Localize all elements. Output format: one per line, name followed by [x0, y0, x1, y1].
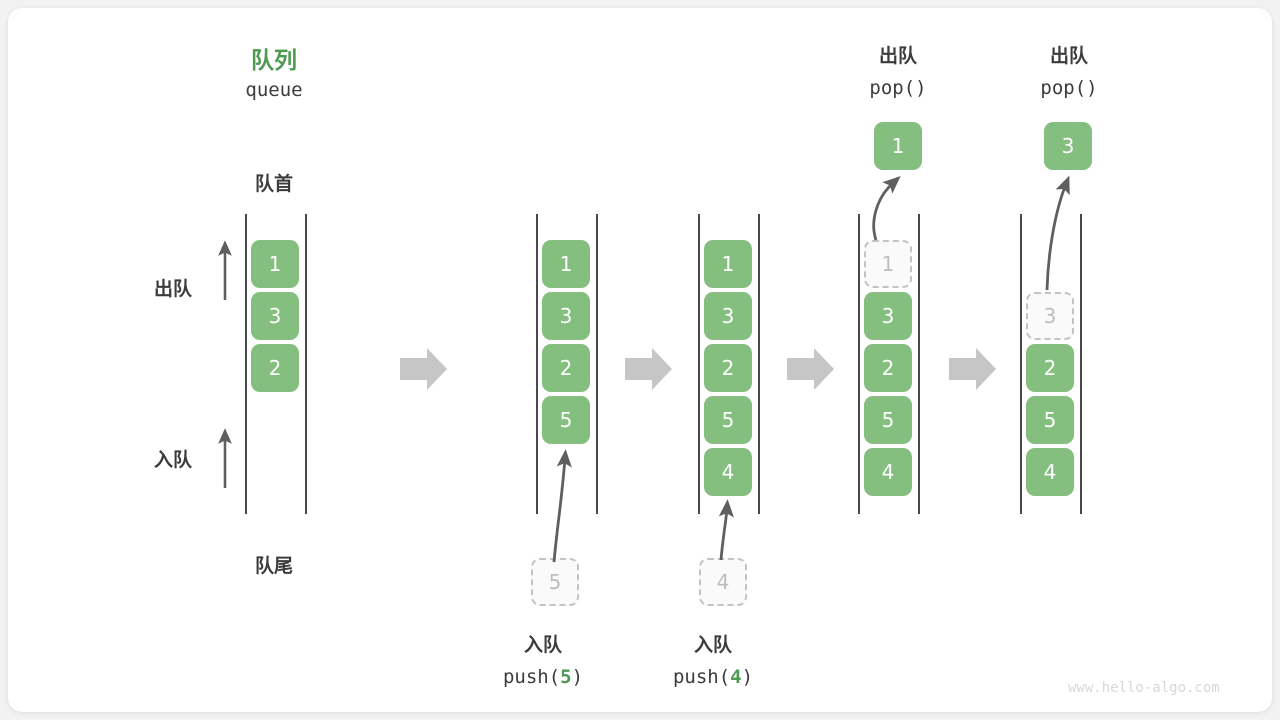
queue-item: 1: [542, 240, 590, 288]
queue-item-new: 4: [704, 448, 752, 496]
popped-box: 1: [874, 122, 922, 170]
transition-arrow-icon: [625, 348, 672, 390]
queue-item: 5: [704, 396, 752, 444]
stage-5-caption-cn: 出队: [1049, 45, 1088, 67]
queue-item: 3: [251, 292, 299, 340]
queue-item: 3: [542, 292, 590, 340]
queue-item: 5: [864, 396, 912, 444]
queue-rail-left-1: [245, 214, 247, 514]
stage-3-caption-cn: 入队: [693, 634, 732, 656]
queue-rail-right-1: [305, 214, 307, 514]
push-code-prefix: push(: [672, 666, 731, 688]
popping-ghost-box: 3: [1026, 292, 1074, 340]
queue-rail-right-3: [758, 214, 760, 514]
stage-3-caption-code: push(4): [648, 666, 778, 688]
transition-arrow-icon: [400, 348, 447, 390]
popping-ghost-box: 1: [864, 240, 912, 288]
dequeue-direction-label: 出队: [154, 278, 193, 300]
push-code-arg: 4: [730, 666, 742, 688]
queue-item: 2: [542, 344, 590, 392]
queue-rail-right-2: [596, 214, 598, 514]
queue-item: 2: [704, 344, 752, 392]
diagram-title-cn: 队列: [251, 48, 297, 74]
queue-rail-left-5: [1020, 214, 1022, 514]
queue-item: 2: [251, 344, 299, 392]
queue-item: 4: [864, 448, 912, 496]
popped-box: 3: [1044, 122, 1092, 170]
diagram-title-en: queue: [245, 79, 303, 101]
arrows-overlay: [218, 175, 1070, 563]
push-code-suffix: ): [571, 666, 584, 688]
queue-rail-right-4: [918, 214, 920, 514]
queue-item: 3: [864, 292, 912, 340]
queue-item: 3: [704, 292, 752, 340]
diagram-card: 队列 queue 队首 队尾 出队 入队 1 3 2 1 3 2 5 5 入队 …: [8, 8, 1272, 712]
transition-arrow-icon: [787, 348, 834, 390]
push-code-arg: 5: [560, 666, 572, 688]
queue-rail-left-3: [698, 214, 700, 514]
pop-arrow-icon: [1045, 175, 1070, 291]
push-code-prefix: push(: [502, 666, 561, 688]
queue-item: 1: [704, 240, 752, 288]
enqueue-direction-label: 入队: [154, 449, 193, 471]
queue-rail-left-2: [536, 214, 538, 514]
push-arrow-icon: [552, 449, 572, 563]
incoming-ghost-box: 5: [531, 558, 579, 606]
push-arrow-icon: [718, 499, 734, 561]
stage-4-caption-code: pop(): [869, 77, 927, 99]
queue-item: 5: [1026, 396, 1074, 444]
push-code-suffix: ): [741, 666, 754, 688]
pop-arrow-icon: [872, 176, 901, 241]
queue-rail-left-4: [858, 214, 860, 514]
queue-rail-right-5: [1080, 214, 1082, 514]
queue-item: 4: [1026, 448, 1074, 496]
stage-2-caption-code: push(5): [478, 666, 608, 688]
stage-2-caption-cn: 入队: [523, 634, 562, 656]
queue-rear-label: 队尾: [254, 555, 293, 577]
watermark: www.hello-algo.com: [1068, 680, 1220, 696]
stage-5-caption-code: pop(): [1040, 77, 1098, 99]
queue-item: 2: [864, 344, 912, 392]
transition-arrow-icon: [949, 348, 996, 390]
queue-front-label: 队首: [254, 173, 293, 195]
incoming-ghost-box: 4: [699, 558, 747, 606]
queue-item-new: 5: [542, 396, 590, 444]
stage-4-caption-cn: 出队: [878, 45, 917, 67]
queue-item: 1: [251, 240, 299, 288]
queue-item: 2: [1026, 344, 1074, 392]
